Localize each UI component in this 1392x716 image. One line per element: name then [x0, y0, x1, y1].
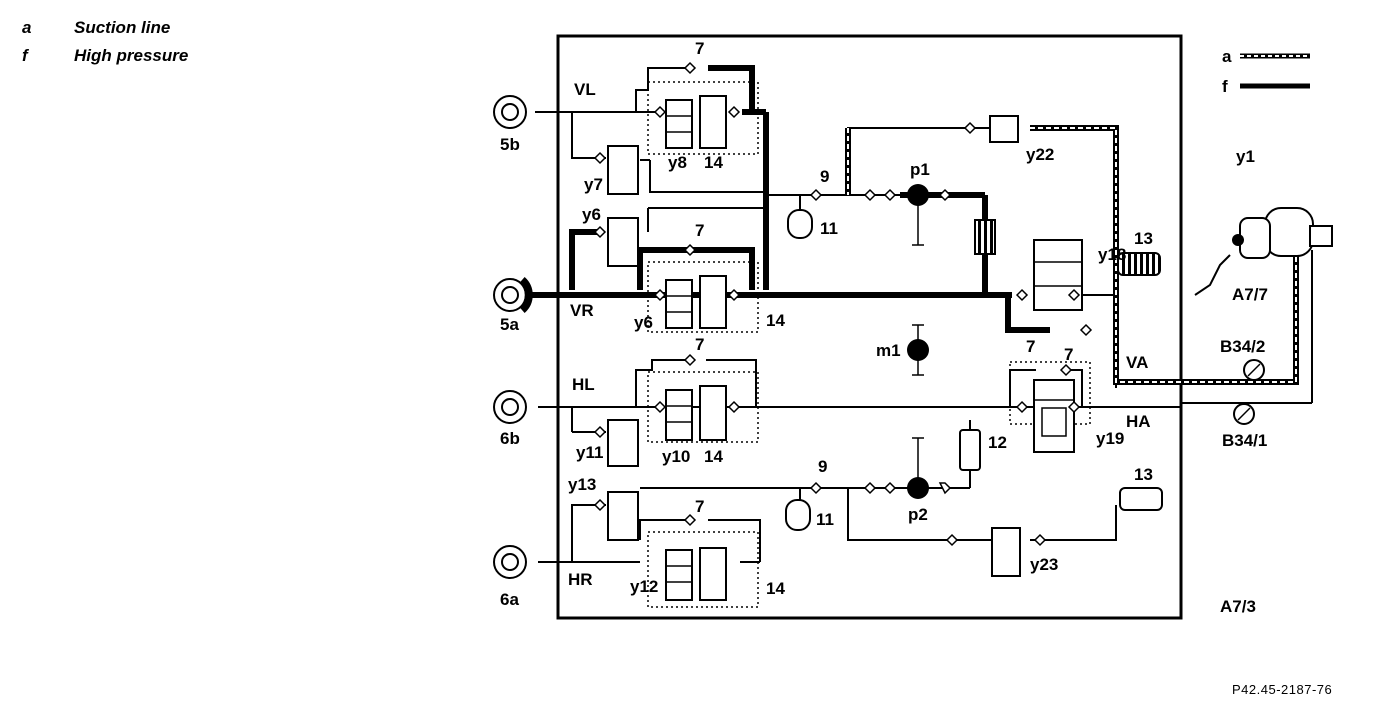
legend-high-pressure: High pressure	[74, 46, 189, 65]
brake-booster-a7-7	[1232, 207, 1333, 259]
label-b34-2: B34/2	[1220, 337, 1265, 356]
label-14: 14	[704, 447, 723, 466]
label-7: 7	[695, 39, 704, 58]
label-5a: 5a	[500, 315, 519, 334]
line-key-box	[1240, 53, 1310, 89]
valve-blocks	[607, 95, 1083, 601]
label-b34-1: B34/1	[1222, 431, 1267, 450]
label-p2: p2	[908, 505, 928, 524]
label-9: 9	[820, 167, 829, 186]
label-11: 11	[816, 510, 834, 529]
figure-code: P42.45-2187-76	[1232, 682, 1333, 697]
label-y6: y6	[582, 205, 601, 224]
label-13: 13	[1134, 229, 1153, 248]
label-12: 12	[988, 433, 1007, 452]
label-y8: y8	[668, 153, 687, 172]
label-y23: y23	[1030, 555, 1058, 574]
label-m1: m1	[876, 341, 901, 360]
legend-suction-line: Suction line	[74, 18, 171, 37]
label-7: 7	[695, 497, 704, 516]
label-y22: y22	[1026, 145, 1054, 164]
label-6a: 6a	[500, 590, 519, 609]
label-5b: 5b	[500, 135, 520, 154]
label-y11: y11	[576, 443, 603, 462]
legend-key-f: f	[22, 46, 28, 65]
damper	[974, 219, 996, 255]
wheel-6b	[493, 390, 527, 424]
label-y12: y12	[630, 577, 658, 596]
label-hl: HL	[572, 375, 595, 394]
label-y6: y6	[634, 313, 653, 332]
reservoir-13-lower	[1119, 487, 1163, 511]
legend-key-a: a	[22, 18, 32, 37]
label-y1: y1	[1236, 147, 1255, 166]
label-13: 13	[1134, 465, 1153, 484]
label-a7-3: A7/3	[1220, 597, 1256, 616]
label-hr: HR	[568, 570, 593, 589]
label-y13: y13	[568, 475, 596, 494]
label-7: 7	[1064, 345, 1073, 364]
label-7: 7	[695, 335, 704, 354]
diagram-labels: 5b 5a 6b 6a VL VR HL HR VA HA 7 7 7 7 7 …	[500, 39, 1268, 616]
wheel-5b	[493, 95, 527, 129]
label-14: 14	[766, 579, 785, 598]
label-y18: y18	[1098, 245, 1126, 264]
pump-p2	[907, 477, 929, 499]
label-ha: HA	[1126, 412, 1151, 431]
key-f: f	[1222, 77, 1228, 96]
pump-p1	[907, 184, 929, 206]
label-7: 7	[695, 221, 704, 240]
label-6b: 6b	[500, 429, 520, 448]
label-a7-7: A7/7	[1232, 285, 1268, 304]
label-vr: VR	[570, 301, 594, 320]
key-a: a	[1222, 47, 1232, 66]
label-14: 14	[766, 311, 785, 330]
label-y7: y7	[584, 175, 603, 194]
accumulators	[785, 209, 981, 531]
wheel-6a	[493, 545, 527, 579]
label-7: 7	[1026, 337, 1035, 356]
reservoir-13-upper	[1117, 252, 1161, 276]
label-14: 14	[704, 153, 723, 172]
label-p1: p1	[910, 160, 930, 179]
label-9: 9	[818, 457, 827, 476]
wheel-5a	[493, 277, 533, 313]
label-y10: y10	[662, 447, 690, 466]
label-y19: y19	[1096, 429, 1124, 448]
check-valves	[593, 61, 1093, 547]
high-pressure-lines	[530, 65, 1050, 333]
label-va: VA	[1126, 353, 1148, 372]
label-11: 11	[820, 219, 838, 238]
label-vl: VL	[574, 80, 596, 99]
